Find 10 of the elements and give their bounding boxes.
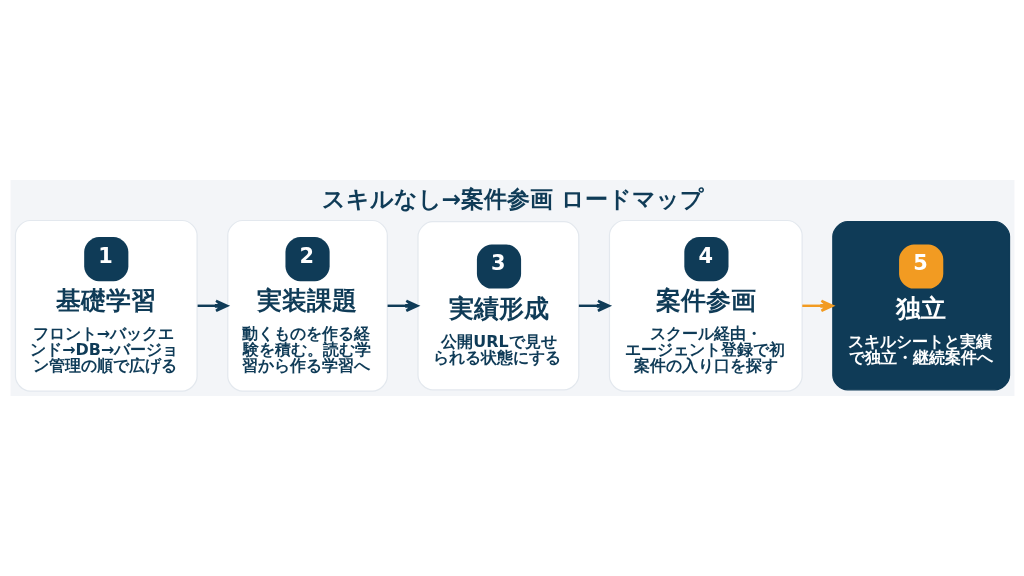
arrow (578, 299, 610, 312)
node-box: 5 独立 スキルシートと実績で独立・継続案件へ (831, 221, 1010, 391)
node-box: 4 案件参画 スクール経由・エージェント登録で初案件の入り口を探す (608, 219, 803, 392)
arrow (801, 299, 834, 312)
node-box: 1 基礎学習 フロント→バックエンド→DB→バージョン管理の順で広げる (14, 219, 198, 392)
diagram-title: スキルなし→案件参画 ロードマップ (321, 185, 704, 213)
node-box: 3 実績形成 公開URLで見せられる状態にする (416, 221, 579, 391)
arrow (197, 299, 228, 312)
node-box: 2 実装課題 動くものを作る経験を積む。読む学習から作る学習へ (226, 219, 388, 392)
arrow (387, 299, 419, 312)
